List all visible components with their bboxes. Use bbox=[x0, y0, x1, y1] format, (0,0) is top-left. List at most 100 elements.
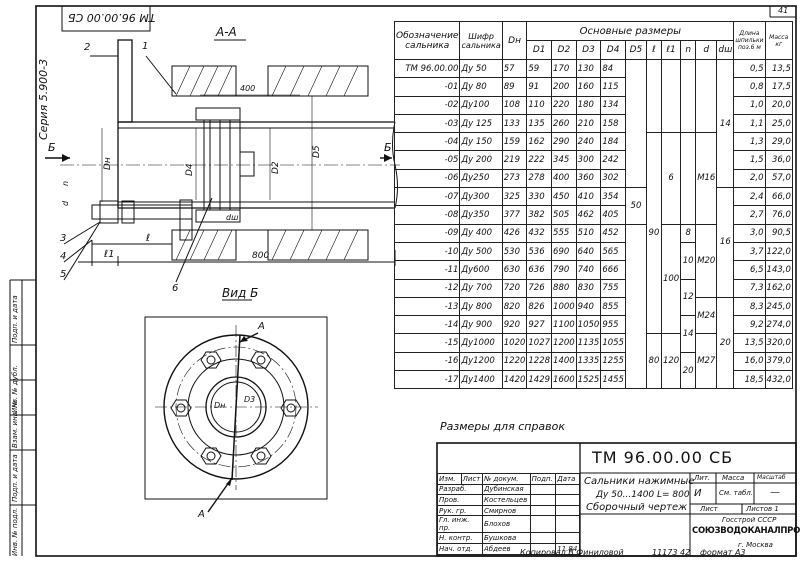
cell-dn: 325 bbox=[501, 187, 528, 207]
cell-shifr: Ду 150 bbox=[459, 132, 503, 152]
label-d2: D2 bbox=[271, 161, 281, 174]
cell-shifr: Ду350 bbox=[459, 205, 503, 225]
cell-len: 13,5 bbox=[733, 333, 766, 353]
label-dn-view: Dн bbox=[214, 401, 226, 410]
cell-d: М24 bbox=[695, 296, 718, 335]
label-d3-view: D3 bbox=[244, 395, 256, 404]
cell-dn: 89 bbox=[501, 77, 528, 97]
callout-5: 5 bbox=[60, 269, 67, 280]
series-label: Серия 5.900-3 bbox=[37, 58, 50, 140]
cell-len: 2,7 bbox=[733, 205, 766, 225]
cell-d3: 462 bbox=[575, 205, 602, 225]
cell-shifr: Ду 700 bbox=[459, 278, 503, 298]
stamp-hdr-date: Дата bbox=[555, 473, 580, 485]
cell-mass: 76,0 bbox=[764, 205, 793, 225]
cell-len: 3,7 bbox=[733, 241, 766, 262]
cell-d1: 162 bbox=[526, 132, 553, 152]
cell-dsh: 16 bbox=[716, 187, 735, 298]
notes: Размеры для справок bbox=[440, 420, 566, 433]
stamp-org3: г. Москва bbox=[738, 541, 773, 549]
stamp-hdr-podp: Подп. bbox=[529, 473, 557, 485]
cell-shifr: Ду100 bbox=[459, 95, 503, 115]
cell-d2: 400 bbox=[551, 168, 577, 189]
label-a-bot: А bbox=[198, 509, 205, 520]
cell-shifr: Ду300 bbox=[459, 187, 503, 207]
cell-dn: 108 bbox=[501, 95, 528, 115]
cell-dsh: 14 bbox=[716, 58, 735, 189]
cell-mass: 20,0 bbox=[764, 95, 793, 115]
cell-d4: 565 bbox=[600, 241, 626, 262]
cell-d4: 84 bbox=[600, 58, 626, 79]
cell-d3: 1135 bbox=[575, 333, 602, 353]
hdr-d: d bbox=[695, 40, 718, 60]
cell-oboz: -05 bbox=[393, 150, 461, 170]
cell-d4: 115 bbox=[600, 77, 626, 97]
cell-oboz: -11 bbox=[393, 260, 461, 280]
cell-dn: 159 bbox=[501, 132, 528, 152]
cell-d: М16 bbox=[695, 132, 718, 225]
cell-d1: 91 bbox=[526, 77, 553, 97]
cell-d2: 1000 bbox=[551, 296, 577, 317]
stamp-row: Рук. гр.Смирнов bbox=[437, 504, 580, 517]
cell-d2: 1100 bbox=[551, 315, 577, 335]
cell-n: 12 bbox=[680, 278, 697, 317]
side-stamp-4: Инв. № дубл. bbox=[11, 365, 19, 413]
cell-oboz: -12 bbox=[393, 278, 461, 298]
cell-d2: 555 bbox=[551, 223, 577, 243]
cell-d2: 505 bbox=[551, 205, 577, 225]
cell-len: 8,3 bbox=[733, 296, 766, 317]
footer-num: 11173 42 bbox=[652, 548, 691, 557]
stamp-role: Н. контр. bbox=[437, 532, 483, 544]
cell-dn: 630 bbox=[501, 260, 528, 280]
cell-d3: 240 bbox=[575, 132, 602, 152]
cell-len: 1,5 bbox=[733, 150, 766, 170]
label-n: n bbox=[61, 180, 70, 186]
cell-len: 1,3 bbox=[733, 132, 766, 152]
cell-dn: 219 bbox=[501, 150, 528, 170]
stamp-col-scale: Масштаб bbox=[757, 474, 786, 481]
label-d: d bbox=[61, 200, 70, 206]
cell-shifr: Ду 80 bbox=[459, 77, 503, 97]
stamp-org2: СОЮЗВОДОКАНАЛПРОЕКТ bbox=[692, 526, 800, 536]
cell-d3: 130 bbox=[575, 58, 602, 79]
cell-mass: 274,0 bbox=[764, 315, 793, 335]
hdr-l: ℓ bbox=[645, 40, 662, 60]
spec-table: Обозначение сальника Шифр сальника Dн Ос… bbox=[393, 21, 793, 390]
cell-d3: 1525 bbox=[575, 370, 602, 390]
cell-d2: 1600 bbox=[551, 370, 577, 390]
cell-d2: 450 bbox=[551, 187, 577, 207]
hdr-n: n bbox=[680, 40, 697, 60]
stamp-date bbox=[555, 532, 580, 544]
cell-dn: 1220 bbox=[501, 351, 528, 372]
stamp-people: Изм. Лист № докум. Подп. Дата Разраб.Дуб… bbox=[437, 473, 580, 555]
cell-d5 bbox=[624, 223, 647, 390]
cell-shifr: Ду 400 bbox=[459, 223, 503, 243]
cell-d5: 50 bbox=[624, 187, 647, 225]
cell-d: М27 bbox=[695, 333, 718, 390]
cell-n bbox=[680, 58, 697, 134]
hdr-d4: D4 bbox=[600, 40, 626, 60]
cell-d2: 690 bbox=[551, 241, 577, 262]
cell-shifr: Ду1200 bbox=[459, 351, 503, 372]
cell-d4: 184 bbox=[600, 132, 626, 152]
cell-d2: 290 bbox=[551, 132, 577, 152]
cell-mass: 17,5 bbox=[764, 77, 793, 97]
callout-4: 4 bbox=[60, 251, 67, 262]
cell-len: 16,0 bbox=[733, 351, 766, 372]
cell-shifr: Ду1400 bbox=[459, 370, 503, 390]
cell-oboz: -13 bbox=[393, 296, 461, 317]
label-l: ℓ bbox=[146, 233, 151, 244]
cell-oboz: -16 bbox=[393, 351, 461, 372]
cell-dn: 820 bbox=[501, 296, 528, 317]
cell-d1: 222 bbox=[526, 150, 553, 170]
cell-oboz: -17 bbox=[393, 370, 461, 390]
stamp-row: Разраб.Дубинская bbox=[437, 483, 580, 496]
side-stamp-1: Инв. № подл. bbox=[11, 507, 19, 556]
cell-d3: 1050 bbox=[575, 315, 602, 335]
stamp-date bbox=[555, 504, 580, 517]
cell-d: М20 bbox=[695, 223, 718, 298]
cell-dn: 133 bbox=[501, 113, 528, 134]
cell-oboz: -02 bbox=[393, 95, 461, 115]
